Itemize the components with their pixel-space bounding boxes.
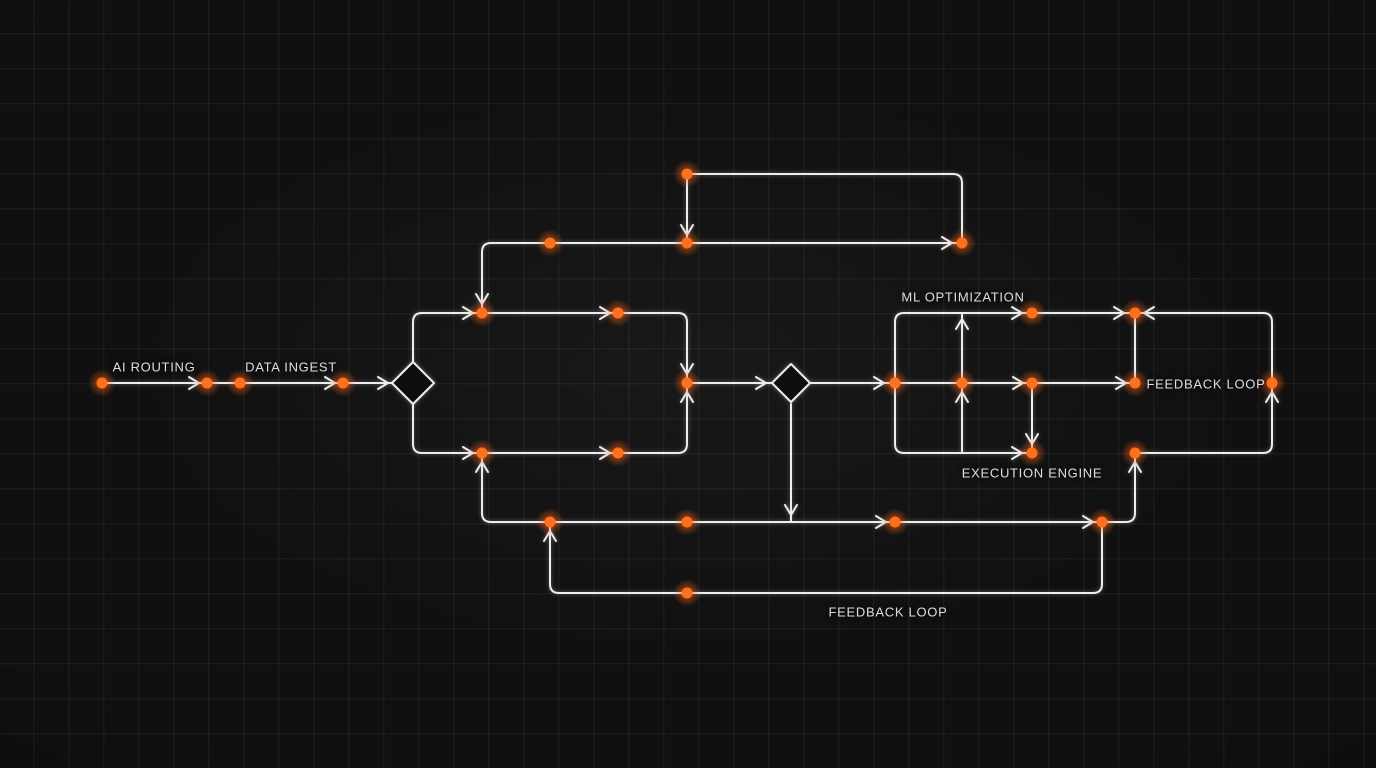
flow-node	[1096, 516, 1108, 528]
flow-node	[96, 377, 108, 389]
flow-node	[681, 237, 693, 249]
flow-node	[681, 377, 693, 389]
flow-node	[612, 307, 624, 319]
flow-edge	[686, 173, 963, 244]
flow-node	[956, 237, 968, 249]
flow-node	[337, 377, 349, 389]
label-data-ingest: DATA INGEST	[245, 359, 337, 375]
flow-node	[681, 587, 693, 599]
flow-node	[1026, 377, 1038, 389]
label-ai-routing: AI ROUTING	[112, 359, 196, 375]
flow-node	[234, 377, 246, 389]
flow-node	[1266, 377, 1278, 389]
flow-node	[889, 516, 901, 528]
label-execution-engine: EXECUTION ENGINE	[961, 465, 1103, 481]
flow-node	[1129, 307, 1141, 319]
flow-node	[612, 447, 624, 459]
flow-edge	[549, 521, 1103, 594]
label-ml-optimization: ML OPTIMIZATION	[901, 289, 1025, 305]
flow-node	[201, 377, 213, 389]
flow-node	[681, 516, 693, 528]
decision-diamond	[771, 363, 811, 403]
flow-node	[476, 447, 488, 459]
flow-edge	[481, 312, 688, 384]
decision-diamond	[391, 361, 435, 405]
flow-node	[1129, 377, 1141, 389]
flow-node	[1026, 447, 1038, 459]
flow-node	[1129, 447, 1141, 459]
flow-node	[544, 516, 556, 528]
flow-node	[476, 307, 488, 319]
flow-node	[889, 377, 901, 389]
flow-node	[956, 377, 968, 389]
flow-node	[681, 168, 693, 180]
label-feedback-loop-right: FEEDBACK LOOP	[1146, 376, 1266, 392]
flow-edge	[481, 382, 688, 454]
flow-node	[544, 237, 556, 249]
flow-node	[1026, 307, 1038, 319]
label-feedback-loop-bottom: FEEDBACK LOOP	[828, 604, 948, 620]
